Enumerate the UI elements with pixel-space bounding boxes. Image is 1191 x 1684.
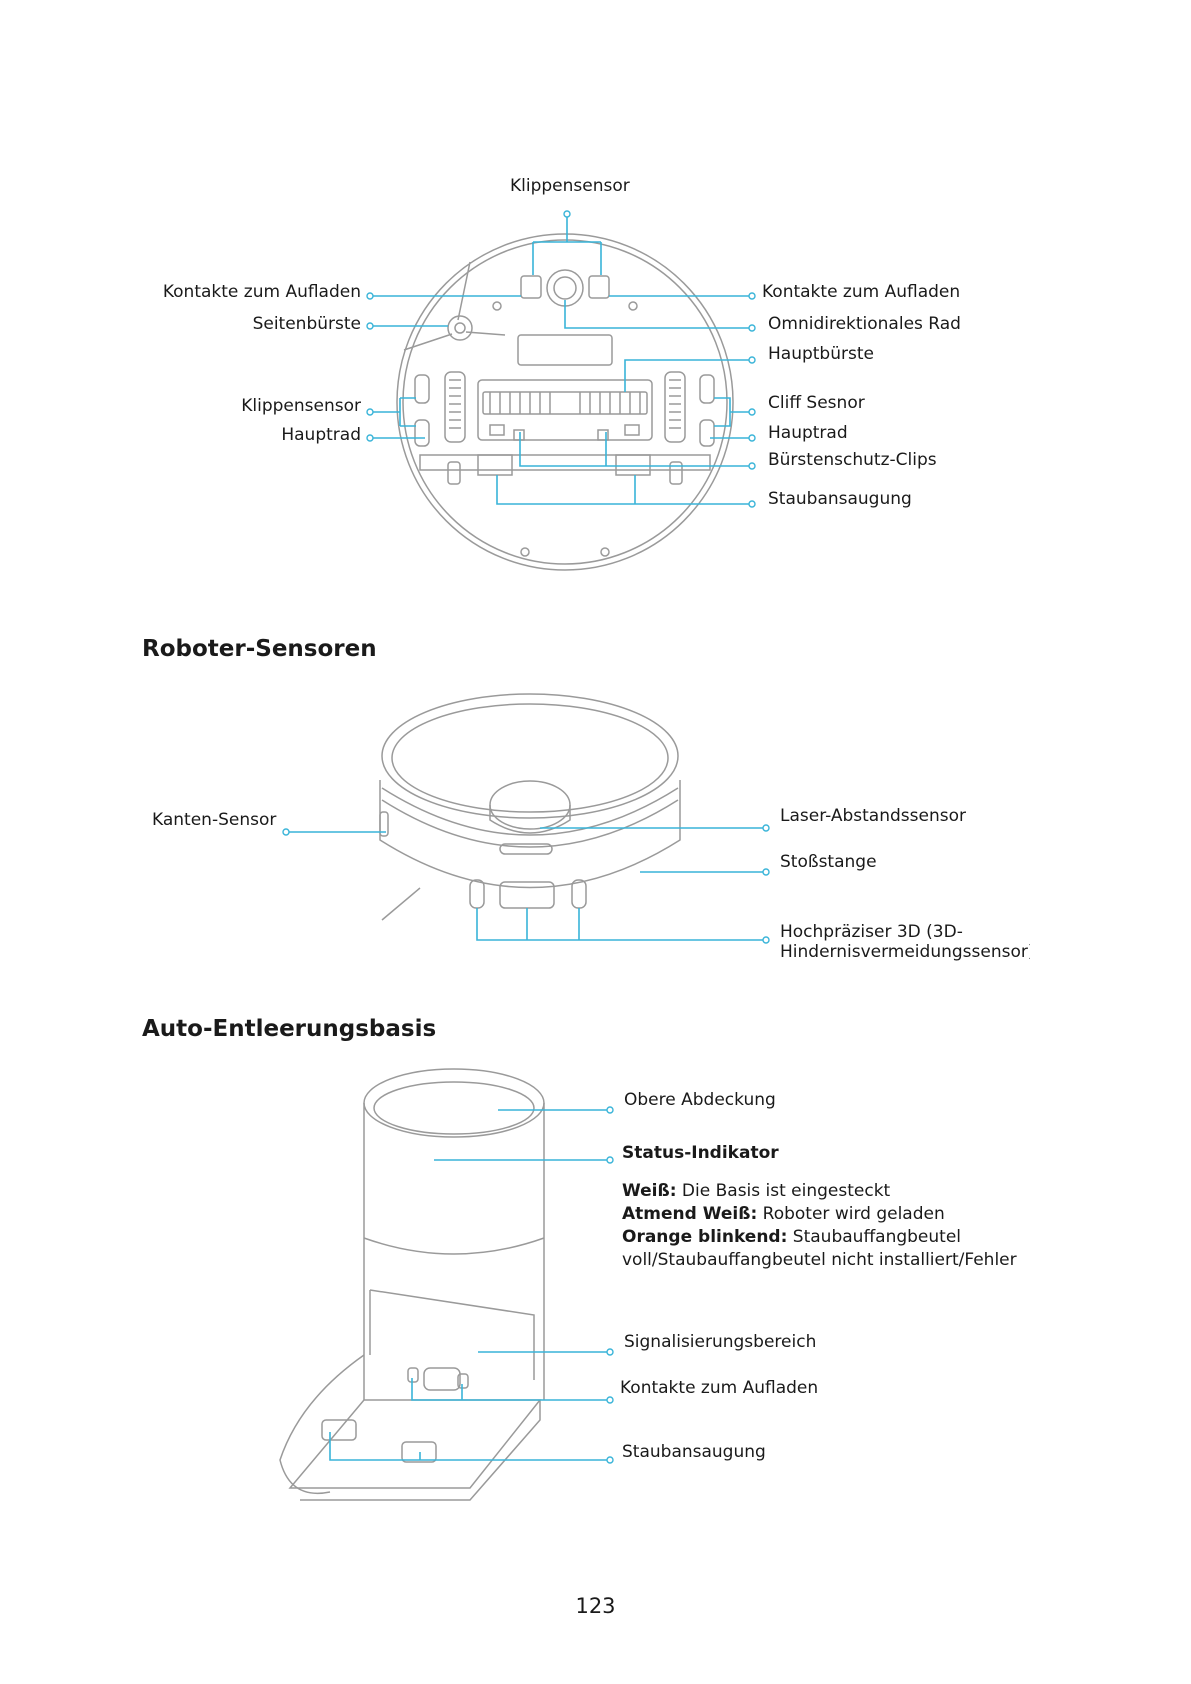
label-laser-distance-sensor: Laser-Abstandssensor <box>780 806 966 826</box>
status-line: Orange blinkend: Staubauffangbeutel <box>622 1226 1017 1249</box>
label-dock-dust-suction: Staubansaugung <box>622 1442 766 1462</box>
label-left-cliff-sensor: Klippensensor <box>241 396 361 416</box>
status-line: Atmend Weiß: Roboter wird geladen <box>622 1203 1017 1226</box>
label-bumper: Stoßstange <box>780 852 877 872</box>
sensor-callout-lines <box>286 828 766 940</box>
status-indicator-description: Weiß: Die Basis ist eingesteckt Atmend W… <box>622 1180 1017 1272</box>
bottom-callout-dots <box>367 211 755 507</box>
dock-illustration <box>280 1069 544 1500</box>
heading-robot-sensors: Roboter-Sensoren <box>142 636 377 662</box>
status-line-text: Roboter wird geladen <box>757 1204 945 1224</box>
label-side-brush: Seitenbürste <box>253 314 361 334</box>
robot-sensor-illustration <box>380 694 680 920</box>
label-right-charging-contacts: Kontakte zum Aufladen <box>762 282 960 302</box>
status-line-key: Weiß: <box>622 1181 677 1201</box>
robot-bottom-illustration <box>397 234 733 570</box>
status-line-key: Atmend Weiß: <box>622 1204 757 1224</box>
label-main-brush: Hauptbürste <box>768 344 874 364</box>
label-bottom-dust-suction: Staubansaugung <box>768 489 912 509</box>
label-3d-obstacle-sensor: Hochpräziser 3D (3D-Hindernisvermeidungs… <box>780 922 1030 978</box>
status-line: Weiß: Die Basis ist eingesteckt <box>622 1180 1017 1203</box>
label-top-cliff-sensor: Klippensensor <box>510 176 630 196</box>
label-left-charging-contacts: Kontakte zum Aufladen <box>163 282 361 302</box>
status-line-text: voll/Staubauffangbeutel nicht installier… <box>622 1250 1017 1270</box>
sensor-callout-dots <box>283 825 769 943</box>
dock-callout-dots <box>607 1107 613 1463</box>
heading-auto-empty-dock: Auto-Entleerungsbasis <box>142 1016 436 1042</box>
label-right-main-wheel: Hauptrad <box>768 423 848 443</box>
dock-callout-lines <box>330 1110 610 1460</box>
page-number: 123 <box>0 1594 1191 1618</box>
label-edge-sensor: Kanten-Sensor <box>152 810 276 830</box>
status-line: voll/Staubauffangbeutel nicht installier… <box>622 1249 1017 1272</box>
label-top-cover: Obere Abdeckung <box>624 1090 776 1110</box>
label-right-cliff-sensor: Cliff Sesnor <box>768 393 865 413</box>
label-status-indicator: Status-Indikator <box>622 1143 779 1163</box>
bottom-callout-lines <box>370 214 752 504</box>
status-line-key: Orange blinkend: <box>622 1227 787 1247</box>
label-dock-charging-contacts: Kontakte zum Aufladen <box>620 1378 818 1398</box>
label-signal-area: Signalisierungsbereich <box>624 1332 816 1352</box>
label-brush-guard-clips: Bürstenschutz-Clips <box>768 450 937 470</box>
label-left-main-wheel: Hauptrad <box>281 425 361 445</box>
status-line-text: Die Basis ist eingesteckt <box>677 1181 891 1201</box>
status-line-text: Staubauffangbeutel <box>787 1227 961 1247</box>
label-omni-wheel: Omnidirektionales Rad <box>768 314 961 334</box>
